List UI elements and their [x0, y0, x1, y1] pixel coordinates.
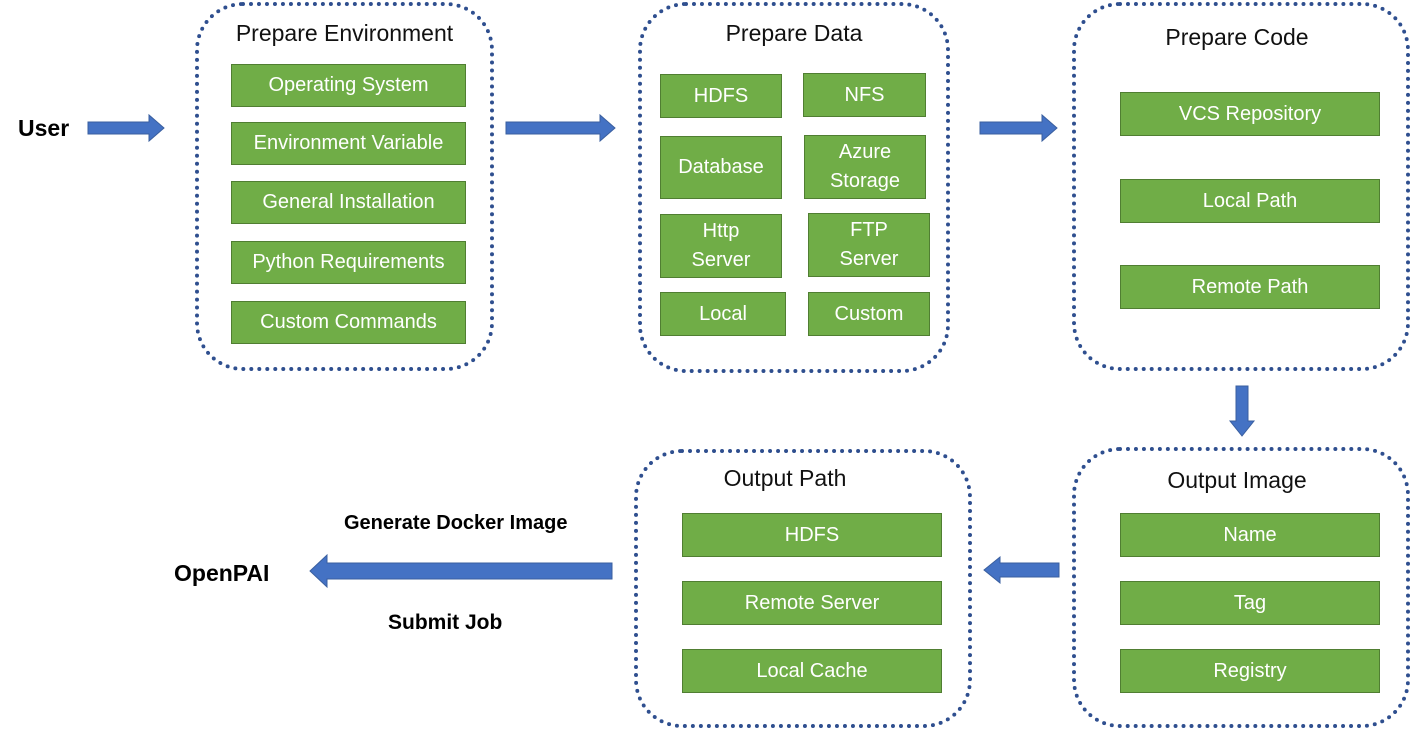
prepare-code-title: Prepare Code [1165, 24, 1309, 50]
custom-commands-box: Custom Commands [231, 301, 466, 344]
arrow-output-image-to-output-path [983, 555, 1060, 585]
python-requirements-box: Python Requirements [231, 241, 466, 284]
prepare-environment-panel: Prepare Environment Operating System Env… [195, 2, 494, 371]
arrow-output-path-to-openpai [309, 553, 613, 589]
general-installation-box: General Installation [231, 181, 466, 224]
ftp-server-source-box: FTP Server [808, 213, 930, 277]
user-label: User [18, 115, 70, 141]
prepare-environment-title: Prepare Environment [235, 20, 454, 46]
hdfs-source-box: HDFS [660, 74, 782, 118]
remote-server-box: Remote Server [682, 581, 942, 625]
output-image-panel: Output Image Name Tag Registry [1072, 447, 1410, 728]
arrow-user-to-environment [87, 113, 165, 143]
output-path-panel: Output Path HDFS Remote Server Local Cac… [634, 449, 972, 728]
image-registry-box: Registry [1120, 649, 1380, 693]
azure-storage-source-box: Azure Storage [804, 135, 926, 199]
openpai-label: OpenPAI [174, 560, 270, 586]
vcs-repository-box: VCS Repository [1120, 92, 1380, 136]
arrow-data-to-code [979, 113, 1058, 143]
custom-source-box: Custom [808, 292, 930, 336]
submit-job-label: Submit Job [388, 611, 503, 634]
output-path-title: Output Path [723, 465, 847, 491]
local-source-box: Local [660, 292, 786, 336]
prepare-code-panel: Prepare Code VCS Repository Local Path R… [1072, 2, 1410, 371]
prepare-data-panel: Prepare Data HDFS NFS Database Azure Sto… [638, 2, 950, 373]
local-path-box: Local Path [1120, 179, 1380, 223]
nfs-source-box: NFS [803, 73, 926, 117]
image-name-box: Name [1120, 513, 1380, 557]
prepare-data-title: Prepare Data [725, 20, 863, 46]
local-cache-box: Local Cache [682, 649, 942, 693]
generate-docker-image-label: Generate Docker Image [344, 512, 568, 534]
remote-path-box: Remote Path [1120, 265, 1380, 309]
operating-system-box: Operating System [231, 64, 466, 107]
arrow-environment-to-data [505, 113, 616, 143]
image-tag-box: Tag [1120, 581, 1380, 625]
output-image-title: Output Image [1167, 467, 1307, 493]
output-hdfs-box: HDFS [682, 513, 942, 557]
database-source-box: Database [660, 136, 782, 199]
http-server-source-box: Http Server [660, 214, 782, 278]
environment-variable-box: Environment Variable [231, 122, 466, 165]
arrow-code-to-output-image [1228, 385, 1256, 437]
